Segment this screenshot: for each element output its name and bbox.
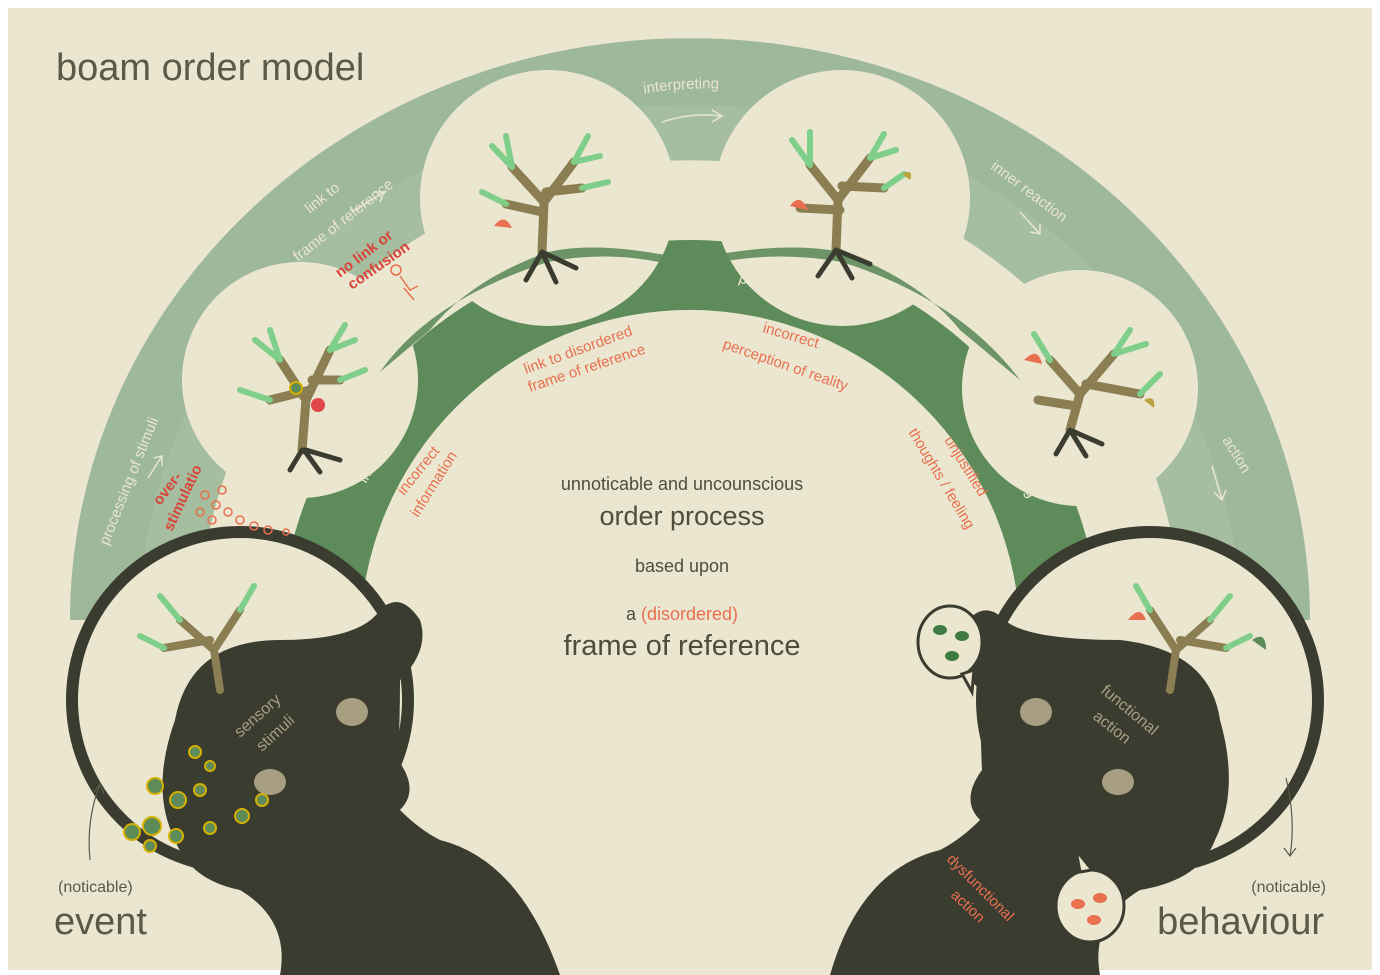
outer-arrows — [88, 777, 1297, 861]
page-title: boam order model — [56, 47, 364, 89]
tree-icon — [1128, 583, 1266, 694]
tree-icon — [1024, 327, 1163, 459]
behaviour-label: behaviour — [1157, 901, 1324, 943]
arrow-link-frame — [351, 191, 386, 213]
thought-bubble-green — [916, 604, 984, 697]
arrow-action — [1211, 465, 1227, 502]
overstimulation-dots — [195, 485, 290, 536]
arrow-processing — [147, 455, 163, 479]
center-line-5: frame of reference — [564, 630, 801, 662]
silhouette-right — [830, 526, 1324, 975]
outer-ring — [70, 38, 1310, 621]
label-interpreting: interpreting — [642, 75, 719, 97]
head-left — [162, 602, 560, 975]
confusion-icon — [390, 264, 419, 301]
center-line-4: a (disordered) — [626, 604, 738, 624]
center-line-2: order process — [599, 501, 764, 531]
event-label: event — [54, 901, 147, 943]
eye-right-upper — [1020, 698, 1052, 726]
eye-left-upper — [336, 698, 368, 726]
bubble-information — [182, 262, 418, 498]
head-right — [830, 610, 1229, 975]
center-line-4-prefix: a — [626, 604, 641, 624]
tree-icon — [237, 322, 368, 475]
stimuli-dots — [123, 745, 269, 853]
tree-icons — [237, 129, 1163, 475]
event-noticable: (noticable) — [58, 879, 133, 896]
outer-ring-inner-band — [140, 105, 1240, 620]
center-line-3: based upon — [635, 556, 729, 576]
behaviour-noticable: (noticable) — [1251, 879, 1326, 896]
arrow-inner-reaction — [1019, 211, 1041, 235]
thought-bubble-red — [1054, 849, 1126, 944]
tree-icon — [789, 129, 911, 281]
silhouette-left — [66, 485, 560, 975]
tree-icon — [479, 133, 611, 285]
eye-left-lower — [254, 769, 286, 795]
arrow-event-up — [88, 782, 105, 861]
arrow-behaviour-down — [1283, 777, 1297, 857]
inner-ring — [280, 240, 1100, 640]
center-area — [360, 310, 1020, 975]
center-text: unnoticable and uncounscious order proce… — [561, 474, 803, 662]
center-line-1: unnoticable and uncounscious — [561, 474, 803, 494]
tree-icon — [137, 583, 257, 694]
arrow-interpreting — [661, 109, 724, 123]
center-line-4-highlight: (disordered) — [641, 604, 738, 624]
eye-right-lower — [1102, 769, 1134, 795]
flow-arrows — [147, 109, 1227, 502]
